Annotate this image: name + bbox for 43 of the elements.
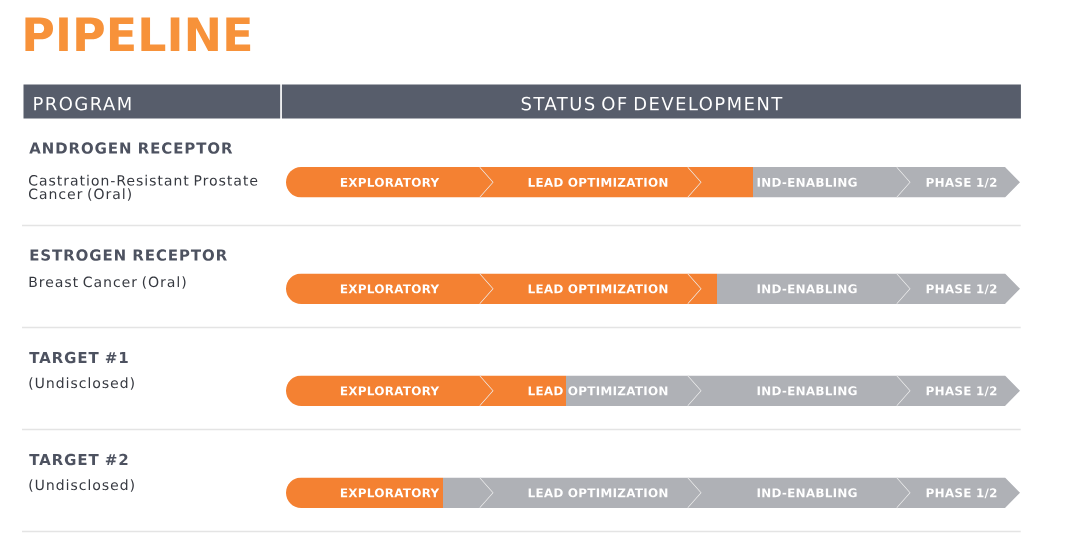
program-name: TARGET #1 bbox=[29, 351, 128, 364]
page-title: PIPELINE bbox=[25, 17, 251, 51]
program-description: (Undisclosed) bbox=[29, 377, 134, 390]
program-name: ESTROGEN RECEPTOR bbox=[30, 249, 227, 261]
stage-segment: PHASE 1/2 bbox=[897, 167, 1020, 198]
stage-segment: LEAD OPTIMIZATION bbox=[480, 476, 703, 509]
node-label: STATUS OF DEVELOPMENT bbox=[521, 96, 783, 111]
stage-segment: LEAD OPTIMIZATION bbox=[480, 374, 703, 407]
node-label: PHASE 1/2 bbox=[926, 284, 997, 295]
node-label: EXPLORATORY bbox=[340, 177, 440, 187]
program-name: TARGET #2 bbox=[29, 453, 128, 466]
stage-segment: PHASE 1/2 bbox=[897, 273, 1020, 304]
node-label: PHASE 1/2 bbox=[926, 177, 997, 188]
node-label: EXPLORATORY bbox=[340, 386, 440, 396]
stage-segment: LEAD OPTIMIZATION bbox=[480, 272, 703, 305]
program-name: ANDROGEN RECEPTOR bbox=[29, 142, 233, 154]
stage-segment: PHASE 1/2 bbox=[897, 375, 1020, 406]
stage-segment: PHASE 1/2 bbox=[897, 477, 1020, 508]
stage-segment: LEAD OPTIMIZATION bbox=[480, 166, 703, 199]
node-label: IND-ENABLING bbox=[757, 284, 857, 294]
node-label: PHASE 1/2 bbox=[926, 386, 997, 397]
program-description: Breast Cancer (Oral) bbox=[29, 276, 186, 289]
node-label: PHASE 1/2 bbox=[926, 488, 997, 499]
stage-segment: EXPLORATORY bbox=[286, 374, 495, 407]
node-label: LEAD OPTIMIZATION bbox=[528, 386, 668, 396]
node-label: LEAD OPTIMIZATION bbox=[528, 177, 668, 187]
node-label: IND-ENABLING bbox=[757, 386, 857, 396]
program-description: Castration-Resistant Prostate Cancer (Oral) bbox=[29, 174, 258, 201]
node-label: EXPLORATORY bbox=[340, 284, 440, 294]
node-label: LEAD OPTIMIZATION bbox=[528, 488, 668, 498]
node-label: IND-ENABLING bbox=[757, 488, 857, 498]
stage-segment: EXPLORATORY bbox=[286, 272, 495, 305]
stage-segment: EXPLORATORY bbox=[286, 476, 495, 509]
stage-segment: IND-ENABLING bbox=[688, 272, 912, 305]
stage-segment: IND-ENABLING bbox=[688, 374, 912, 407]
program-description: (Undisclosed) bbox=[29, 479, 134, 492]
node-label: LEAD OPTIMIZATION bbox=[528, 284, 668, 294]
stage-segment: IND-ENABLING bbox=[688, 476, 912, 509]
header-cell: PROGRAM bbox=[23, 84, 281, 119]
node-label: IND-ENABLING bbox=[757, 177, 857, 187]
stage-segment: EXPLORATORY bbox=[286, 166, 495, 199]
node-label: PROGRAM bbox=[34, 96, 131, 111]
stage-segment: IND-ENABLING bbox=[688, 166, 912, 199]
